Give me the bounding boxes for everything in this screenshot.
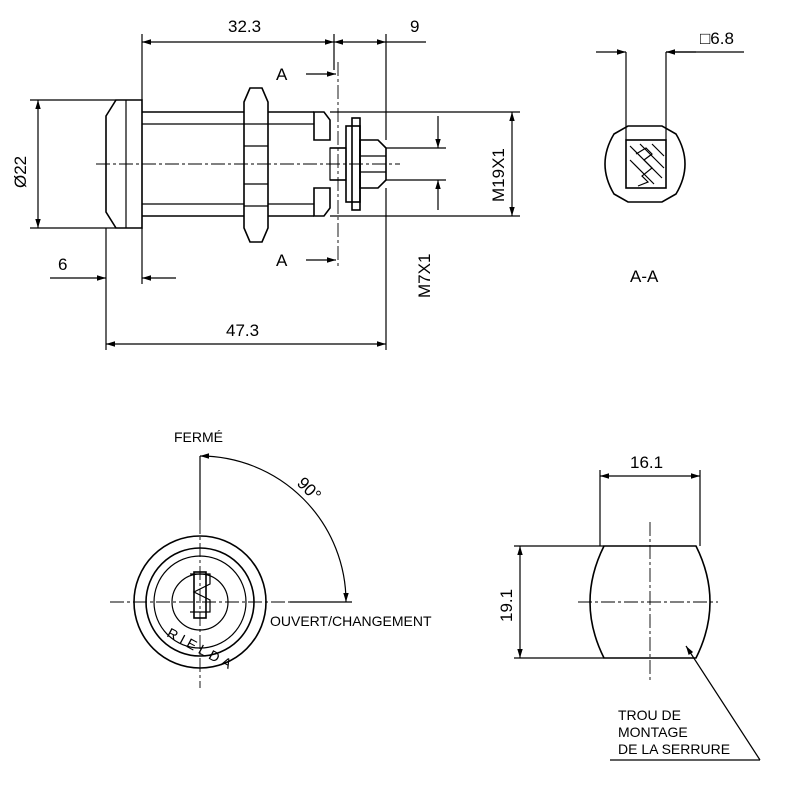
dimension-total: 47.3 [106,188,387,350]
section-mark-bottom: A [276,251,288,270]
dimension-diameter: Ø22 [11,99,116,229]
mounting-hole-label-line1: TROU DE [618,707,681,723]
dimension-top: 32.3 9 [141,17,426,140]
dim-hole-width: 16.1 [630,453,663,472]
dim-thread-large: M19X1 [489,148,508,202]
dim-square: □6.8 [700,29,734,48]
mounting-hole-label-line3: DE LA SERRURE [618,741,730,757]
dimension-thread-large: M19X1 [330,111,520,217]
dim-diameter: Ø22 [11,156,30,188]
side-view [96,62,400,268]
dim-head-thickness: 6 [58,255,67,274]
section-title: A-A [630,267,659,286]
section-markers: A A [276,65,336,270]
hex-nut [243,87,269,243]
dim-hole-height: 19.1 [497,589,516,622]
label-open: OUVERT/CHANGEMENT [270,613,432,629]
dim-thread-small: M7X1 [415,254,434,298]
mounting-hole-label-line2: MONTAGE [618,724,688,740]
mounting-hole [589,545,711,659]
dimension-head: 6 [50,228,176,350]
section-view: □6.8 A-A [596,29,744,286]
lock-body [142,111,244,217]
dim-total-length: 47.3 [226,321,259,340]
dim-rotation: 90° [293,473,325,505]
dim-length-front: 32.3 [228,17,261,36]
dim-length-end: 9 [410,17,419,36]
section-mark-top: A [276,65,288,84]
dimension-thread-small: M7X1 [386,116,446,298]
label-closed: FERMÉ [174,429,223,445]
mounting-hole-view: 16.1 19.1 TROU DE MONTAGE DE LA SERRURE [497,453,761,761]
front-view: RIELDA FERMÉ OUVERT/CHANGEMENT 90° [110,429,432,688]
